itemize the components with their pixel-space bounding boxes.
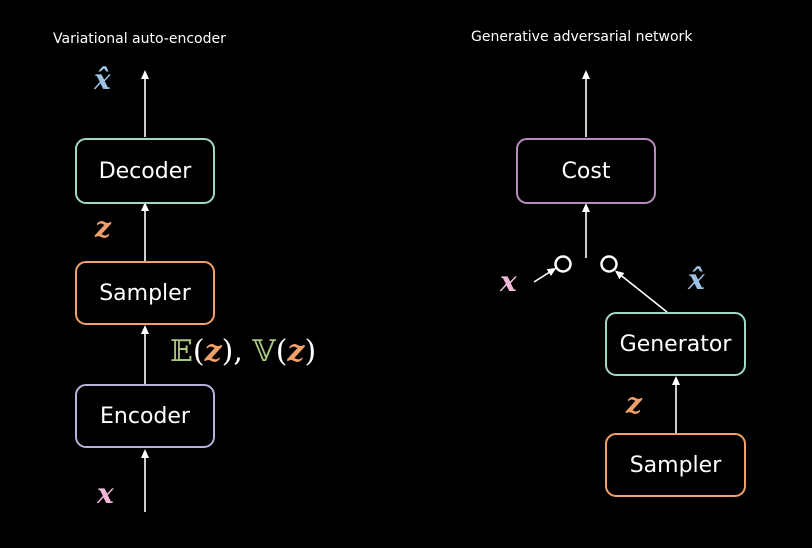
gan-switch-contact-real <box>554 255 572 273</box>
cost-label: Cost <box>561 158 611 184</box>
vae-output-xhat: x̂ <box>94 63 111 96</box>
gan-title: Generative adversarial network <box>471 29 693 45</box>
vae-title: Variational auto-encoder <box>53 31 226 47</box>
gan-fake-xhat: x̂ <box>688 263 705 296</box>
expectation-symbol: 𝔼 <box>170 334 193 369</box>
vae-input-x: x <box>97 477 114 510</box>
variance-symbol: 𝕍 <box>252 334 276 369</box>
generator-label: Generator <box>619 331 732 357</box>
vae-sampler-box: Sampler <box>75 261 215 325</box>
gan-arrow-real-input <box>533 267 557 283</box>
gan-real-x: x <box>500 265 517 298</box>
vae-sampler-label: Sampler <box>99 280 191 306</box>
gan-sampler-box: Sampler <box>605 433 746 497</box>
gan-latent-z: z <box>626 387 642 420</box>
cost-box: Cost <box>516 138 656 204</box>
decoder-box: Decoder <box>75 138 215 204</box>
expectation-z: z <box>204 334 222 369</box>
decoder-label: Decoder <box>98 158 192 184</box>
gan-switch-contact-fake <box>600 255 618 273</box>
variance-z: z <box>287 334 305 369</box>
encoder-label: Encoder <box>100 403 190 429</box>
gan-arrow-generator-switch <box>614 270 668 313</box>
gan-sampler-label: Sampler <box>629 452 722 478</box>
generator-box: Generator <box>605 312 746 376</box>
mean-variance-expression: 𝔼(z), 𝕍(z) <box>170 334 317 369</box>
vae-latent-z: z <box>95 211 111 244</box>
encoder-box: Encoder <box>75 384 215 448</box>
